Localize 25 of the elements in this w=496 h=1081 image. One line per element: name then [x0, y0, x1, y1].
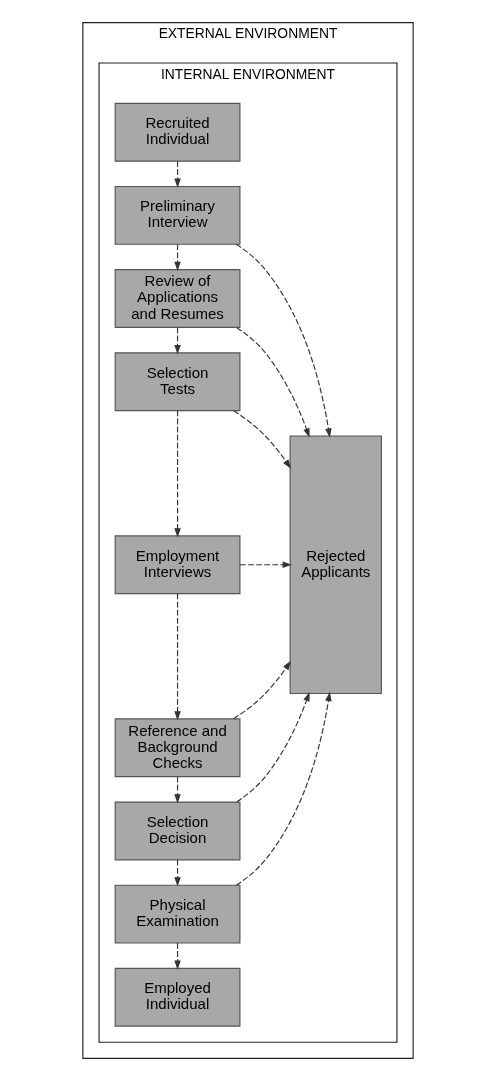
node-box: Review of Applications and Resumes [114, 269, 241, 328]
arrow [236, 691, 310, 803]
arrow [235, 243, 332, 438]
arrow [233, 410, 291, 469]
arrow [239, 561, 292, 568]
arrow [174, 410, 181, 538]
node-box: Selection Tests [114, 352, 241, 412]
arrow [174, 160, 181, 188]
arrow [236, 327, 310, 438]
arrow [174, 326, 181, 355]
arrow [174, 776, 181, 804]
arrow [174, 243, 181, 271]
arrow [174, 593, 181, 721]
node-box: Preliminary Interview [114, 185, 241, 245]
arrow [235, 691, 332, 886]
node-box: Reference and Background Checks [114, 718, 241, 778]
node-box: Physical Examination [114, 884, 241, 944]
arrow [174, 859, 181, 887]
node-box: Selection Decision [114, 801, 241, 861]
node-box: Employed Individual [114, 967, 241, 1027]
arrow [174, 942, 181, 970]
node-box: Employment Interviews [114, 535, 241, 595]
node-box: Rejected Applicants [289, 435, 382, 695]
arrow [233, 660, 291, 720]
node-box: Recruited Individual [114, 102, 241, 162]
